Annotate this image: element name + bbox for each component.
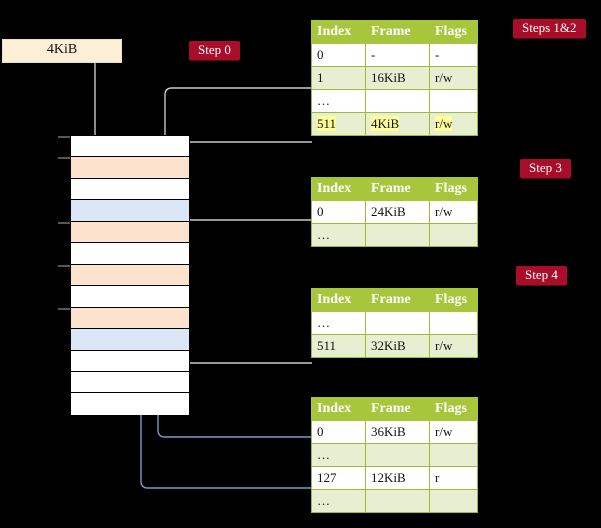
page-table-row: … [311, 89, 478, 113]
cell-flags [429, 311, 478, 335]
column-header-index: Index [311, 397, 366, 421]
memory-frame-row [58, 307, 189, 330]
memory-frame-row [71, 393, 189, 415]
cell-frame: 32KiB [365, 334, 430, 358]
cell-flags: r/w [429, 66, 478, 90]
memory-frame-row [58, 157, 189, 179]
cell-frame: 12KiB [365, 466, 430, 490]
cell-flags [429, 443, 478, 467]
memory-frame-row [71, 286, 189, 308]
cell-index: 0 [311, 43, 366, 67]
cell-flags [429, 489, 478, 513]
column-header-flags: Flags [429, 177, 478, 201]
cell-flags: r/w [429, 334, 478, 358]
cell-index: 127 [311, 466, 366, 490]
cell-flags: r/w [429, 112, 478, 136]
highlighted-value: 511 [317, 116, 337, 131]
memory-frame-row [71, 371, 189, 394]
column-header-frame: Frame [365, 177, 430, 201]
memory-frame-tick [58, 307, 70, 310]
cell-flags: r/w [429, 200, 478, 224]
memory-frame-row [71, 200, 189, 222]
cell-frame: 4KiB [365, 112, 430, 136]
cell-flags: r [429, 466, 478, 490]
memory-frame-tick [58, 157, 70, 160]
highlighted-value: r/w [435, 116, 453, 131]
physical-memory-column [58, 135, 190, 415]
virtual-page-box: 4KiB [2, 39, 122, 63]
badge-steps-1-2: Steps 1&2 [513, 19, 586, 38]
memory-frame-row [71, 350, 189, 372]
memory-frame-tick [58, 264, 70, 267]
cell-flags [429, 223, 478, 247]
badge-step-4-label: Step 4 [525, 267, 558, 282]
memory-frame-row [58, 264, 189, 287]
cell-flags: - [429, 43, 478, 67]
badge-step-0: Step 0 [189, 41, 240, 60]
column-header-flags: Flags [429, 20, 478, 44]
cell-frame [365, 89, 430, 113]
badge-steps-1-2-label: Steps 1&2 [522, 20, 577, 35]
cell-index: 0 [311, 200, 366, 224]
cell-frame [365, 223, 430, 247]
memory-frame-row [58, 136, 189, 158]
page-table-row: 0-- [311, 43, 478, 67]
cell-flags [429, 89, 478, 113]
column-header-index: Index [311, 288, 366, 312]
virtual-page-label: 4KiB [46, 42, 78, 57]
cell-frame: 36KiB [365, 420, 430, 444]
cell-frame [365, 489, 430, 513]
column-header-index: Index [311, 177, 366, 201]
cell-index: 511 [311, 112, 366, 136]
column-header-frame: Frame [365, 288, 430, 312]
cell-frame: 24KiB [365, 200, 430, 224]
cell-frame: 16KiB [365, 66, 430, 90]
badge-step-3: Step 3 [520, 159, 571, 178]
badge-step-3-label: Step 3 [529, 160, 562, 175]
column-header-frame: Frame [365, 20, 430, 44]
badge-step-4: Step 4 [516, 266, 567, 285]
page-table-row: … [311, 223, 478, 247]
cell-frame [365, 443, 430, 467]
page-table-row: 511 4KiB r/w [311, 112, 478, 136]
column-header-flags: Flags [429, 288, 478, 312]
cell-index: … [311, 489, 366, 513]
badge-step-0-label: Step 0 [198, 42, 231, 57]
memory-frame-row [71, 178, 189, 201]
cell-index: … [311, 311, 366, 335]
column-header-flags: Flags [429, 397, 478, 421]
memory-frame-row [71, 243, 189, 265]
memory-frame-row [71, 329, 189, 351]
cell-frame [365, 311, 430, 335]
page-table-row: … [311, 489, 478, 513]
column-header-index: Index [311, 20, 366, 44]
cell-flags: r/w [429, 420, 478, 444]
page-table-row: … [311, 311, 478, 335]
memory-frame-tick [58, 136, 70, 138]
cell-index: … [311, 223, 366, 247]
highlighted-value: 4KiB [371, 116, 400, 131]
cell-frame: - [365, 43, 430, 67]
cell-index: 511 [311, 334, 366, 358]
cell-index: … [311, 89, 366, 113]
column-header-frame: Frame [365, 397, 430, 421]
cell-index: 0 [311, 420, 366, 444]
page-table-row: … [311, 443, 478, 467]
cell-index: 1 [311, 66, 366, 90]
memory-frame-tick [58, 221, 70, 224]
cell-index: … [311, 443, 366, 467]
memory-frame-row [58, 221, 189, 244]
